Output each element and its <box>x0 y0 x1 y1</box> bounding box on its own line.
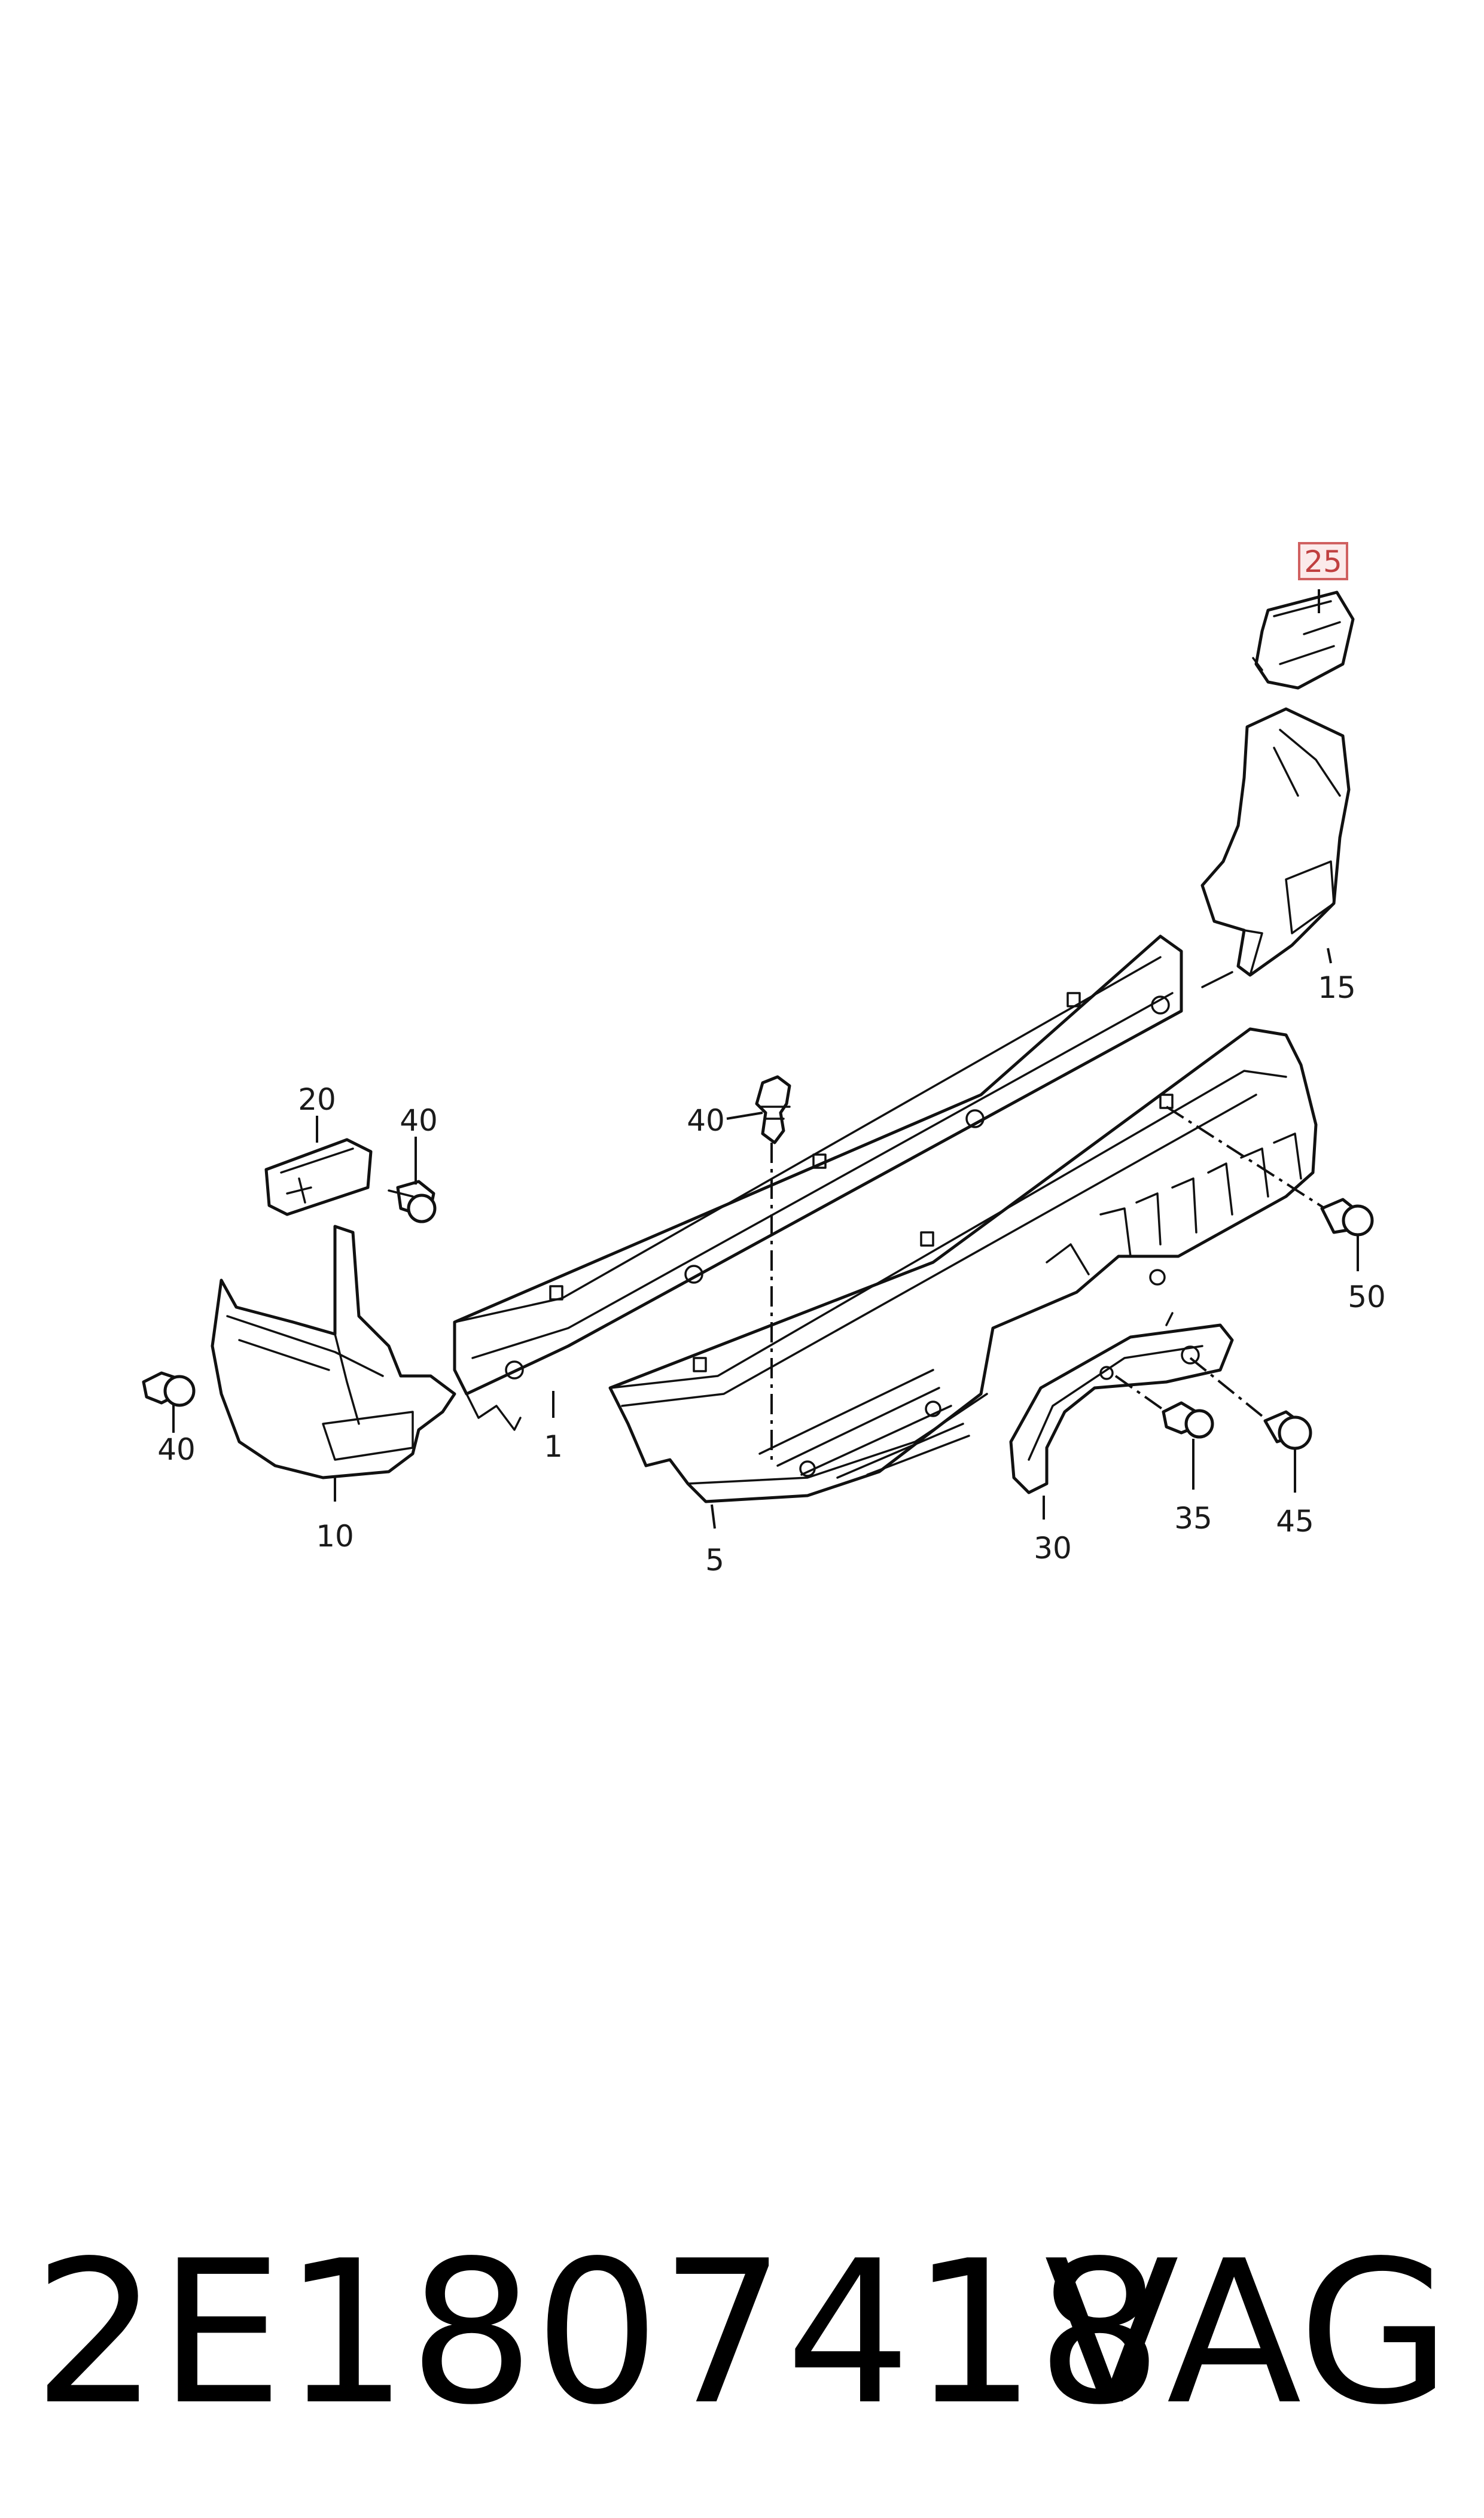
callout-30[interactable]: 30 <box>1034 1531 1072 1566</box>
callout-35[interactable]: 35 <box>1174 1501 1212 1536</box>
callout-1[interactable]: 1 <box>544 1429 563 1464</box>
assembly-line-bracket <box>1114 1357 1269 1422</box>
part-20-block[interactable] <box>264 1138 373 1216</box>
part-5-bumper-step-cover[interactable] <box>608 1027 1318 1503</box>
callout-40-left-lower[interactable]: 40 <box>157 1432 196 1467</box>
callout-25[interactable]: 25 <box>1304 544 1342 579</box>
callout-10[interactable]: 10 <box>316 1519 354 1554</box>
part-10-left-end-cap[interactable] <box>211 1225 456 1479</box>
part-1-reinforcement-bar[interactable] <box>453 934 1183 1431</box>
part-40-clip-vertical[interactable] <box>755 1075 791 1144</box>
callout-40-left-upper[interactable]: 40 <box>400 1103 438 1138</box>
callout-20[interactable]: 20 <box>298 1082 336 1117</box>
part-35-clip[interactable] <box>1162 1401 1214 1439</box>
part-40-clip-left-lower[interactable] <box>142 1371 196 1407</box>
part-30-curved-bracket[interactable] <box>1009 1312 1234 1494</box>
leader-lines <box>172 589 1359 1529</box>
callout-50[interactable]: 50 <box>1348 1280 1386 1314</box>
part-40-clip-left-upper[interactable] <box>388 1180 437 1223</box>
callout-45[interactable]: 45 <box>1276 1504 1314 1539</box>
part-number: 2E1807418 <box>33 2218 1163 2448</box>
callout-5[interactable]: 5 <box>705 1543 724 1578</box>
part-45-screw[interactable] <box>1263 1410 1312 1450</box>
part-50-screw[interactable] <box>1320 1198 1374 1237</box>
callout-40-center[interactable]: 40 <box>687 1103 725 1138</box>
part-25-bracket[interactable] <box>1252 590 1355 690</box>
callout-15[interactable]: 15 <box>1318 970 1356 1005</box>
brand-name: VAG <box>1044 2218 1451 2448</box>
callout-25-highlight-box <box>1298 542 1348 580</box>
part-15-right-end-cap[interactable] <box>1200 707 1351 988</box>
assembly-line-right <box>1165 1106 1326 1210</box>
